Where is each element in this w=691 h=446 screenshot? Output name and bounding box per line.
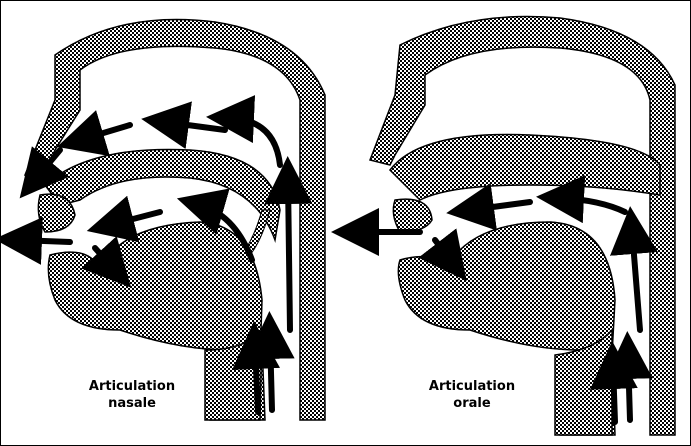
caption-right-line1: Articulation	[402, 378, 542, 395]
caption-left: Articulation nasale	[62, 378, 202, 412]
oral-articulation-diagram	[355, 17, 675, 435]
caption-right: Articulation orale	[402, 378, 542, 412]
caption-left-line2: nasale	[62, 395, 202, 412]
upper-lip-right	[393, 199, 432, 232]
caption-left-line1: Articulation	[62, 378, 202, 395]
caption-right-line2: orale	[402, 395, 542, 412]
palate-right	[390, 134, 660, 200]
nasal-articulation-diagram	[18, 19, 325, 420]
